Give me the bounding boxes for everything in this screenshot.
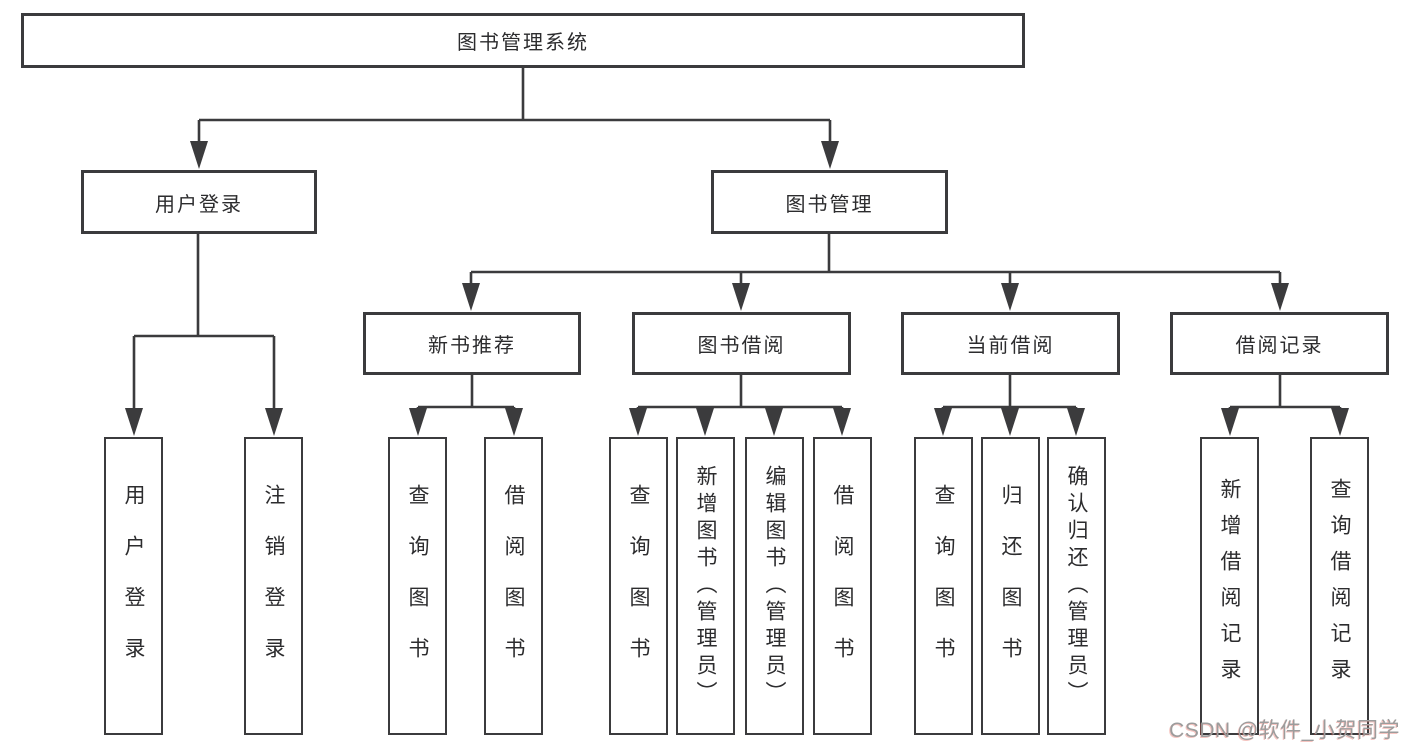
arrowhead [1067,408,1085,436]
leaf-borrow-books: 借阅图书 [813,437,872,735]
arrowhead [265,408,283,436]
node-current-borrow: 当前借阅 [901,312,1120,375]
node-label: 图书借阅 [697,335,786,357]
node-label: 用户登录 [122,484,145,688]
node-label: 查询图书 [627,484,650,688]
arrowhead [409,408,427,436]
csdn-watermark: CSDN @软件_小贺同学 [1169,719,1400,742]
node-new-book-recommend: 新书推荐 [363,312,581,375]
leaf-edit-book-admin: 编辑图书（管理员） [745,437,804,735]
leaf-query-borrow-record: 查询借阅记录 [1310,437,1369,735]
node-label: 确认归还（管理员） [1065,464,1088,708]
leaf-borrow-books-recommend: 借阅图书 [484,437,543,735]
node-label: 归还图书 [999,484,1022,688]
arrowhead [732,283,750,311]
arrowhead [505,408,523,436]
arrowhead [629,408,647,436]
arrowhead [696,408,714,436]
node-label: 注销登录 [262,484,285,688]
arrowhead [1271,283,1289,311]
node-label: 当前借阅 [966,335,1055,357]
node-book-mgmt: 图书管理 [711,170,948,234]
node-label: 图书管理系统 [457,32,589,54]
node-label: 用户登录 [155,193,243,216]
arrowhead [765,408,783,436]
node-label: 新书推荐 [428,335,516,357]
node-root-book-mgmt-system: 图书管理系统 [21,13,1025,68]
leaf-query-books-current: 查询图书 [914,437,973,735]
arrowhead [1001,408,1019,436]
connector-current-borrow-children [934,375,1085,436]
arrowhead [833,408,851,436]
arrowhead [934,408,952,436]
leaf-confirm-return-admin: 确认归还（管理员） [1047,437,1106,735]
node-label: 新增图书（管理员） [694,464,717,708]
arrowhead [190,141,208,169]
arrowhead [125,408,143,436]
arrowhead [462,283,480,311]
connector-new-book-children [409,375,523,436]
arrowhead [1001,283,1019,311]
leaf-return-book: 归还图书 [981,437,1040,735]
node-label: 新增借阅记录 [1218,478,1241,694]
node-label: 编辑图书（管理员） [763,464,786,708]
node-label: 借阅记录 [1235,335,1324,357]
connector-book-mgmt-children [462,234,1289,311]
connector-user-login-children [125,234,283,436]
leaf-query-books-borrow: 查询图书 [609,437,668,735]
arrowhead [821,141,839,169]
node-label: 借阅图书 [502,484,525,688]
node-label: 查询图书 [932,484,955,688]
node-label: 查询借阅记录 [1328,478,1351,694]
connector-root-to-level2 [190,68,839,169]
leaf-query-books-recommend: 查询图书 [388,437,447,735]
leaf-user-login: 用户登录 [104,437,163,735]
leaf-logout-login: 注销登录 [244,437,303,735]
leaf-add-book-admin: 新增图书（管理员） [676,437,735,735]
node-user-login: 用户登录 [81,170,317,234]
node-book-borrow: 图书借阅 [632,312,851,375]
node-label: 查询图书 [406,484,429,688]
arrowhead [1331,408,1349,436]
node-label: 借阅图书 [831,484,854,688]
connector-borrow-records-children [1221,375,1349,436]
node-label: 图书管理 [785,193,874,216]
node-borrow-records: 借阅记录 [1170,312,1389,375]
arrowhead [1221,408,1239,436]
connector-book-borrow-children [629,375,851,436]
leaf-add-borrow-record: 新增借阅记录 [1200,437,1259,735]
